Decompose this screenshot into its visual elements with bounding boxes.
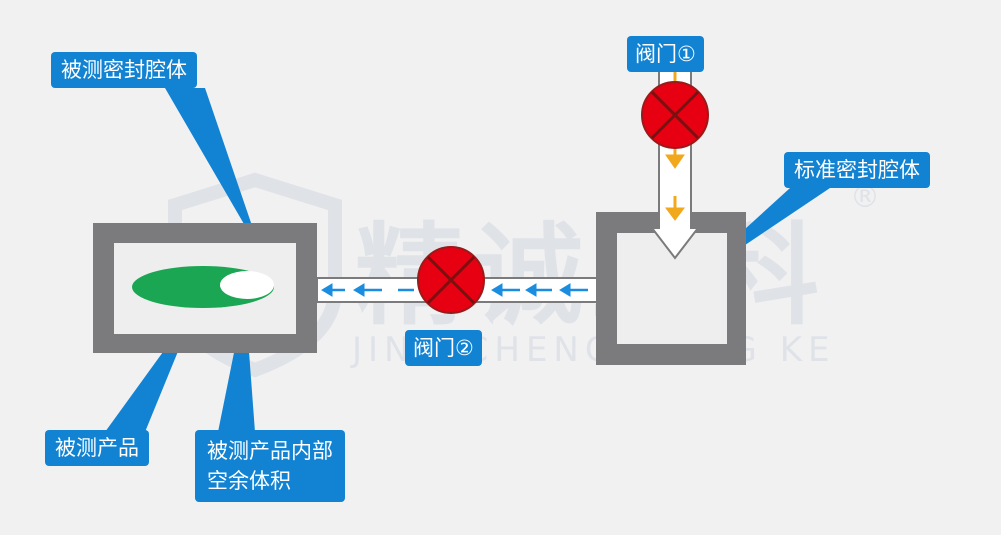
product-internal-volume-shape (220, 271, 274, 299)
valve-2-icon (417, 246, 485, 314)
product-internal-volume-label: 被测产品内部 空余体积 (195, 430, 345, 502)
valve-1-label: 阀门① (627, 36, 704, 72)
standard-cavity-label: 标准密封腔体 (784, 152, 930, 188)
tested-cavity-label: 被测密封腔体 (51, 52, 197, 88)
tested-product-label: 被测产品 (45, 430, 149, 466)
flow-arrow-icon (321, 283, 588, 297)
valve-1-icon (641, 81, 709, 149)
tested-cavity-pointer (165, 88, 262, 255)
valve-2-label: 阀门② (405, 330, 482, 366)
inlet-pipe-joint (660, 226, 690, 232)
